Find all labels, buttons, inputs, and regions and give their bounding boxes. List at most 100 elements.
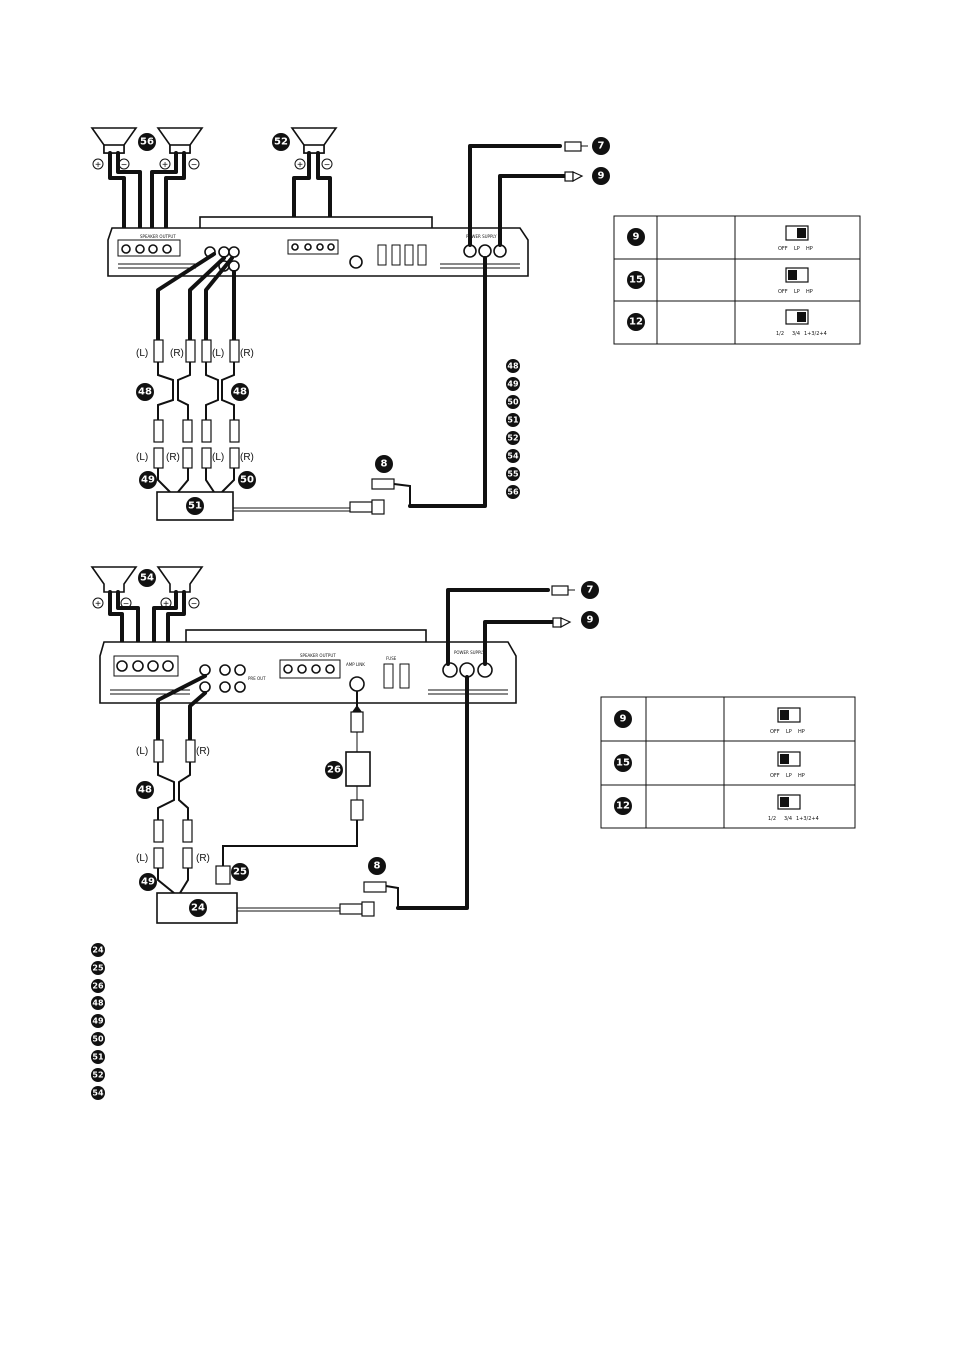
power-wires-1: [393, 141, 588, 508]
badge-rca-48-right: 48: [231, 383, 249, 401]
svg-text:56: 56: [507, 488, 519, 497]
svg-text:50: 50: [92, 1035, 104, 1044]
svg-text:OFF: OFF: [778, 246, 788, 252]
badge-rca-48b: 48: [136, 781, 154, 799]
diagram-1: + − + − + − 56 52: [90, 127, 861, 521]
svg-text:50: 50: [507, 398, 519, 407]
legend-item: 50: [506, 395, 520, 409]
svg-text:9: 9: [620, 714, 627, 725]
svg-text:7: 7: [598, 141, 605, 152]
legend-item: 26: [91, 979, 105, 993]
diagram-2: 54 + − + −: [90, 566, 856, 924]
minus-mark: −: [191, 599, 197, 610]
svg-text:52: 52: [92, 1071, 103, 1080]
svg-text:52: 52: [274, 137, 288, 148]
legend-item: 25: [91, 961, 105, 975]
svg-text:12: 12: [616, 801, 630, 812]
svg-text:24: 24: [92, 946, 104, 955]
svg-text:49: 49: [507, 380, 519, 389]
badge-battery-7b: 7: [581, 581, 599, 599]
svg-text:1+3/2+4: 1+3/2+4: [796, 816, 819, 822]
svg-text:OFF: OFF: [770, 729, 780, 735]
speaker-left-2: [90, 566, 138, 593]
svg-text:(L): (L): [136, 348, 148, 359]
badge-rca-48-left: 48: [136, 383, 154, 401]
svg-text:(L): (L): [136, 746, 148, 757]
rca-wires-1: [156, 252, 236, 342]
legend-item: 51: [506, 413, 520, 427]
svg-text:(R): (R): [240, 452, 254, 463]
svg-text:9: 9: [598, 171, 605, 182]
svg-text:(L): (L): [212, 348, 224, 359]
svg-text:49: 49: [141, 877, 155, 888]
svg-text:LP: LP: [786, 773, 792, 779]
legend-item: 52: [506, 431, 520, 445]
badge-ground-9b: 9: [581, 611, 599, 629]
svg-text:49: 49: [92, 1017, 104, 1026]
svg-text:51: 51: [507, 416, 519, 425]
svg-text:26: 26: [327, 765, 341, 776]
plus-mark: +: [95, 599, 101, 610]
legend-item: 48: [506, 359, 520, 373]
switch-row: 12 1/2 3/4 1+3/2+4: [614, 794, 819, 822]
badge-ground-9: 9: [592, 167, 610, 185]
plus-mark: +: [95, 160, 101, 171]
svg-text:(R): (R): [166, 452, 180, 463]
amp-label: SPEAKER OUTPUT: [140, 234, 176, 239]
amplifier-1: SPEAKER OUTPUT POWER SUPPLY: [107, 216, 529, 277]
svg-text:HP: HP: [798, 729, 805, 735]
amp-label: FUSE: [386, 656, 397, 661]
remote-cable-2: [215, 691, 371, 885]
svg-text:(R): (R): [240, 348, 254, 359]
svg-text:3/4: 3/4: [784, 816, 792, 822]
badge-plug-25: 25: [231, 863, 249, 881]
minus-mark: −: [191, 160, 197, 171]
svg-text:(L): (L): [136, 452, 148, 463]
svg-text:12: 12: [629, 317, 643, 328]
badge-battery-7: 7: [592, 137, 610, 155]
svg-text:HP: HP: [798, 773, 805, 779]
bottom-legend: 24 25 26 48 49 50 51 52: [91, 943, 105, 1100]
minus-mark: −: [123, 599, 129, 610]
plus-mark: +: [163, 599, 169, 610]
badge-source-49b: 49: [139, 873, 157, 891]
svg-text:(L): (L): [212, 452, 224, 463]
svg-text:(R): (R): [196, 746, 210, 757]
source-unit-24: 24: [156, 881, 387, 924]
svg-text:54: 54: [507, 452, 519, 461]
polarity-marks-1: + − + − + −: [92, 158, 333, 171]
speaker-right-2: [156, 566, 204, 593]
svg-text:8: 8: [381, 459, 388, 470]
rca-labels-1: (L) (R) (L) (R) (L) (R) (L) (R): [136, 348, 254, 463]
legend-item: 55: [506, 467, 520, 481]
svg-text:52: 52: [507, 434, 518, 443]
rca-labels-2: (L) (R) (L) (R): [136, 746, 210, 864]
svg-text:48: 48: [138, 387, 152, 398]
svg-text:54: 54: [140, 573, 154, 584]
svg-text:48: 48: [138, 785, 152, 796]
minus-mark: −: [324, 160, 330, 171]
switch-row: 12 1/2 3/4 1+3/2+4: [627, 309, 827, 337]
svg-text:48: 48: [507, 362, 519, 371]
svg-text:1+3/2+4: 1+3/2+4: [804, 331, 827, 337]
badge-speaker-52: 52: [272, 133, 290, 151]
legend-item: 24: [91, 943, 105, 957]
amp-label: AMP LINK: [346, 662, 365, 667]
svg-text:3/4: 3/4: [792, 331, 800, 337]
svg-text:56: 56: [140, 137, 154, 148]
svg-text:51: 51: [188, 501, 202, 512]
svg-text:8: 8: [374, 861, 381, 872]
svg-text:51: 51: [92, 1053, 104, 1062]
switch-row: 15 OFF LP HP: [627, 267, 813, 295]
switch-row: 15 OFF LP HP: [614, 751, 805, 779]
legend-item: 54: [506, 449, 520, 463]
legend-item: 50: [91, 1032, 105, 1046]
speaker-wires-1: [108, 151, 332, 242]
power-wires-2: [385, 585, 575, 910]
svg-text:(R): (R): [196, 853, 210, 864]
svg-text:9: 9: [633, 232, 640, 243]
speaker-right-1: [156, 127, 204, 154]
legend-item: 48: [91, 996, 105, 1010]
svg-text:25: 25: [233, 867, 247, 878]
